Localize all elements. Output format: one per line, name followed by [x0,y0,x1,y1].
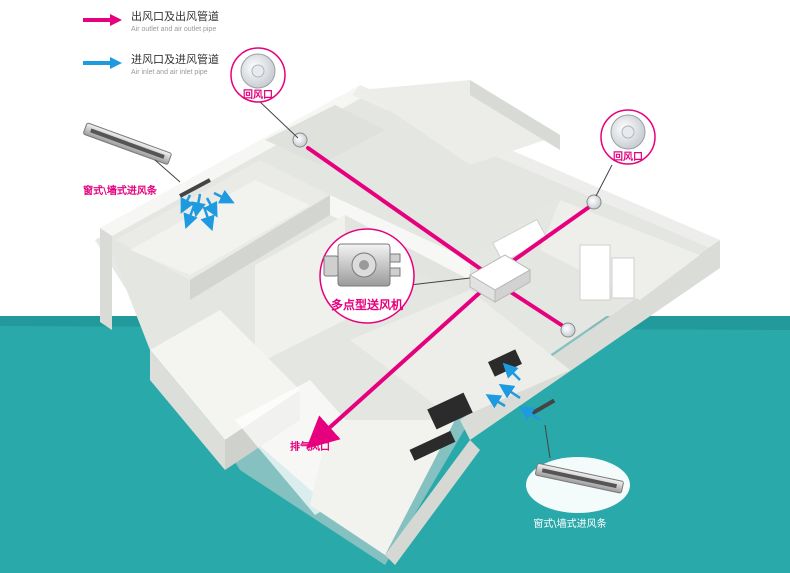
legend-inlet: 进风口及进风管道 Air inlet and air inlet pipe [83,52,219,76]
inlet-arrows [180,189,541,422]
return-vent-label-left: 回风口 [243,89,273,101]
round-vent-icon [586,194,602,210]
exhaust-vent-label: 排气风口 [290,440,330,453]
callout-return-vent-right: 回风口 [595,109,656,197]
callout-return-vent-left: 回风口 [230,47,299,139]
return-vent-label-right: 回风口 [613,151,643,163]
house-model [95,80,720,565]
legend-outlet-label-en: Air outlet and air outlet pipe [131,26,216,33]
round-vent-icon [560,322,576,338]
window-strip-label-bottom: 窗式\墙式进风条 [533,517,606,530]
callout-window-strip-bottom: 窗式\墙式进风条 [526,424,630,530]
legend-outlet-label-cn: 出风口及出风管道 [131,9,219,23]
legend-inlet-label-cn: 进风口及进风管道 [131,52,219,66]
callout-ventilation-unit: 多点型送风机 [319,228,471,324]
distribution-box [469,254,531,303]
legend: 出风口及出风管道 Air outlet and air outlet pipe … [83,9,219,76]
air-inlet-strip-icon [530,398,556,416]
air-inlet-strip-icon [534,463,624,494]
fan-unit-icon [323,243,401,287]
callout-window-strip-top: 窗式\墙式进风条 [68,122,181,197]
air-inlet-strip-icon [83,122,172,165]
legend-inlet-label-en: Air inlet and air inlet pipe [131,69,208,76]
legend-outlet: 出风口及出风管道 Air outlet and air outlet pipe [83,9,219,33]
air-inlet-strip-icon [179,178,211,198]
ventilation-unit-label: 多点型送风机 [331,297,403,312]
window-strip-label-top: 窗式\墙式进风条 [83,184,158,197]
